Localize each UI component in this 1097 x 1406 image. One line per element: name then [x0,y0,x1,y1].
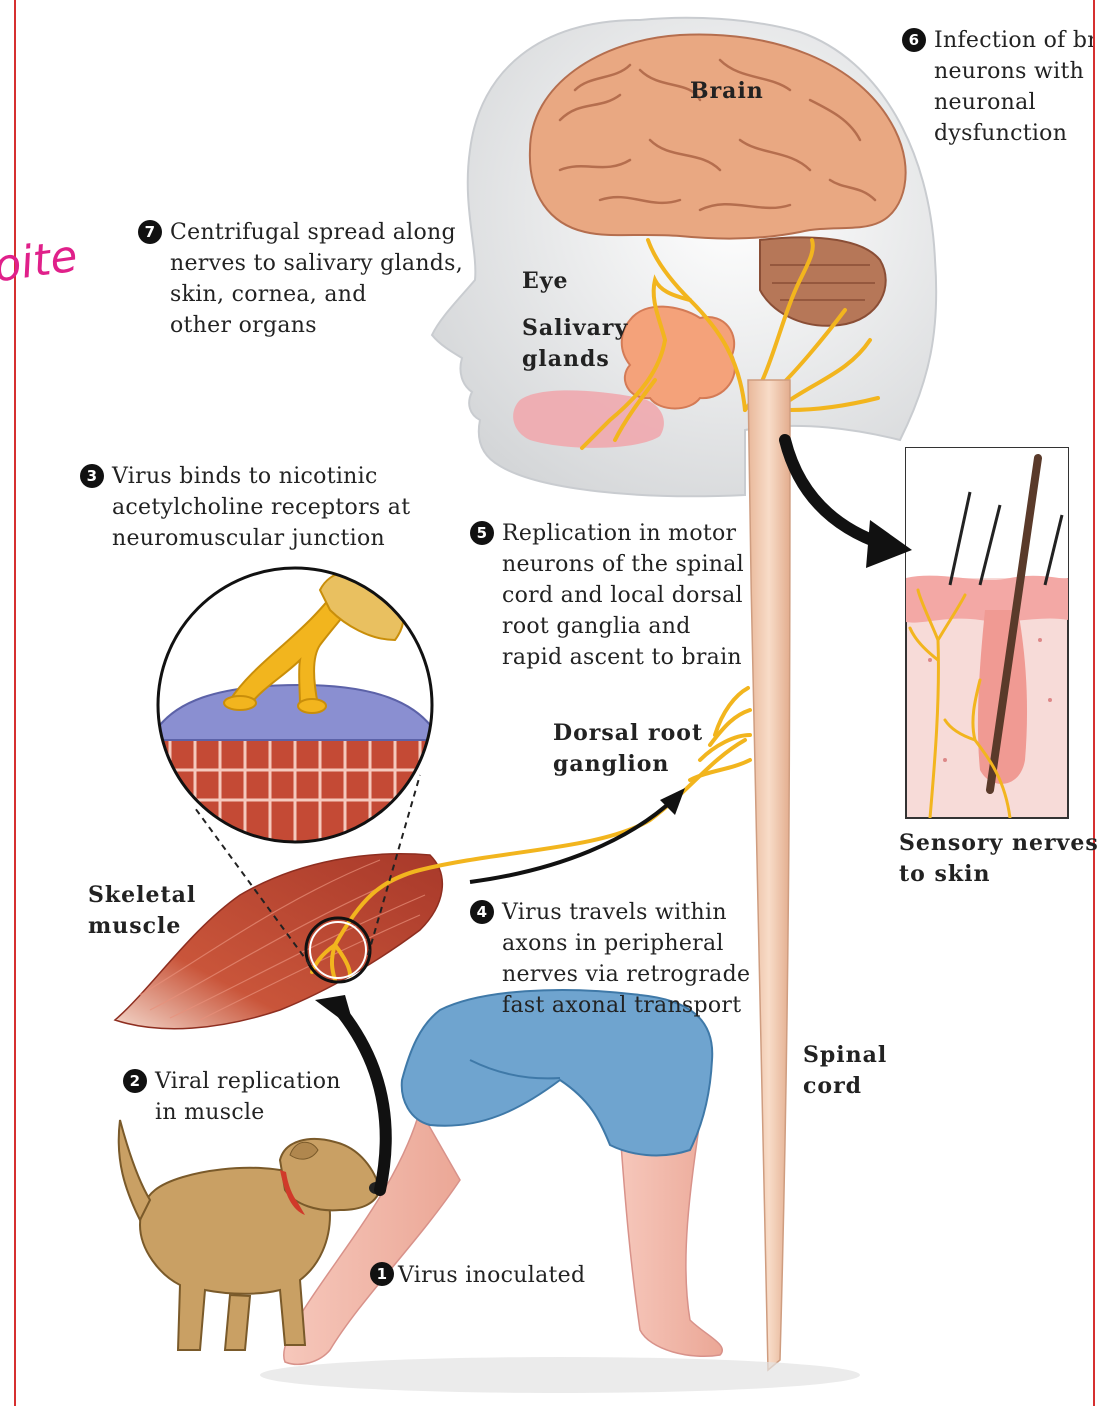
step-number-badge: 4 [470,900,494,924]
step-number-badge: 5 [470,521,494,545]
label-skeletal-muscle: Skeletal muscle [88,880,196,942]
step-number-badge: 6 [902,28,926,52]
label-dorsal-root-ganglion: Dorsal root ganglion [553,718,703,780]
spinal-cord [748,380,790,1370]
step-number-badge: 1 [370,1262,394,1286]
step-text: Virus inoculated [398,1263,585,1288]
label-brain: Brain [690,76,764,107]
step-number-badge: 7 [138,220,162,244]
step-text: Centrifugal spread along nerves to saliv… [170,217,463,341]
step-text: Virus binds to nicotinic acetylcholine r… [112,461,410,554]
step-4: 4 Virus travels within axons in periphera… [470,897,750,1021]
label-spinal-cord: Spinal cord [803,1040,887,1102]
step-5: 5 Replication in motor neurons of the spi… [470,518,744,673]
step-7: 7 Centrifugal spread along nerves to sali… [138,217,463,341]
label-sensory-nerves: Sensory nerves to skin [899,828,1097,890]
step-number-badge: 2 [123,1069,147,1093]
step-text: Infection of bra neurons with neuronal d… [934,25,1093,149]
skin-inset [906,448,1068,818]
step-text: Virus travels within axons in peripheral… [502,897,750,1021]
label-salivary-glands: Salivary glands [522,313,628,375]
step-text: Viral replication in muscle [155,1066,341,1128]
nmj-inset [150,568,450,850]
label-eye: Eye [522,266,569,297]
step-text: Replication in motor neurons of the spin… [502,518,744,673]
step-2: 2 Viral replication in muscle [123,1066,341,1128]
step-6: 6 Infection of bra neurons with neuronal … [902,25,1093,149]
step-number-badge: 3 [80,464,104,488]
step-3: 3 Virus binds to nicotinic acetylcholine … [80,461,410,554]
